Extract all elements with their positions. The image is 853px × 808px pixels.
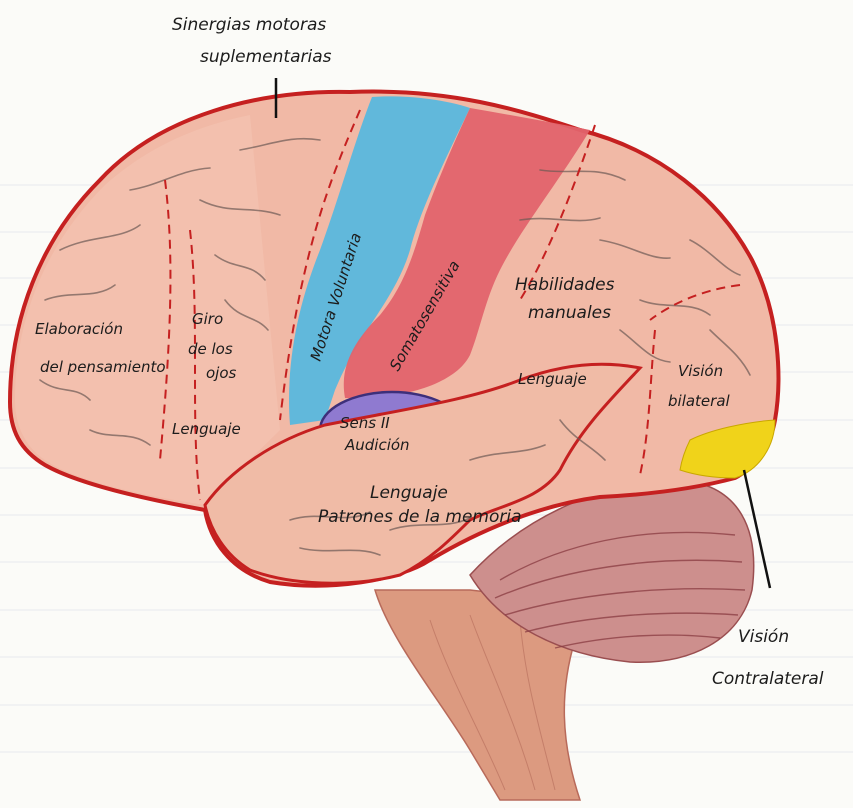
label-giro-line3: ojos: [206, 364, 237, 382]
label-temporal-line2: Patrones de la memoria: [318, 507, 522, 527]
label-vision-contralateral-line1: Visión: [738, 627, 789, 647]
label-habilidades-line2: manuales: [528, 303, 611, 323]
frontal-wash: [15, 115, 280, 505]
title-top-line1: Sinergias motoras: [172, 15, 326, 35]
label-lenguaje-parietal: Lenguaje: [518, 370, 587, 388]
label-vision-bilateral-line1: Visión: [678, 362, 723, 380]
label-lenguaje-frontal: Lenguaje: [172, 420, 241, 438]
label-vision-contralateral-line2: Contralateral: [712, 669, 824, 689]
label-sens-line1: Sens II: [340, 414, 390, 432]
label-temporal-line1: Lenguaje: [370, 483, 448, 503]
label-elaboracion-line1: Elaboración: [35, 320, 123, 338]
title-top-line2: suplementarias: [200, 47, 332, 67]
label-vision-bilateral-line2: bilateral: [668, 392, 731, 410]
label-habilidades-line1: Habilidades: [515, 275, 615, 295]
label-giro-line2: de los: [188, 340, 233, 358]
label-sens-line2: Audición: [344, 436, 410, 454]
label-elaboracion-line2: del pensamiento: [40, 358, 166, 376]
label-giro-line1: Giro: [192, 310, 223, 328]
